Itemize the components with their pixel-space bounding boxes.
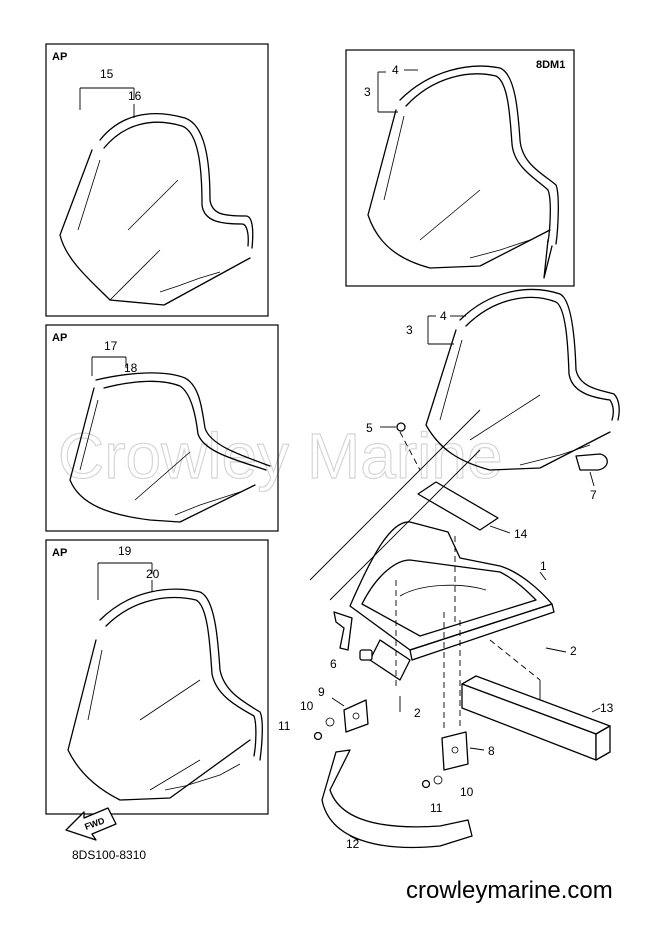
callout-10-right: 10 [460,785,474,799]
callout-18: 18 [124,361,138,375]
assembly-lines [309,409,541,730]
callout-12: 12 [346,837,360,851]
callout-5: 5 [366,421,373,435]
callout-17: 17 [104,339,118,353]
callout-1: 1 [540,559,547,573]
callout-15: 15 [100,67,114,81]
deck-cover-1 [349,521,567,712]
windshield-19-drawing [67,562,263,801]
callout-3-main: 3 [406,323,413,337]
callout-2-upper: 2 [570,644,577,658]
panel-8dm1-windshield: 8DM1 4 3 [345,49,575,287]
panel-tag: AP [52,332,67,344]
main-windshield [380,288,620,487]
callout-8: 8 [488,744,495,758]
clip-6 [333,611,373,661]
callout-14: 14 [514,527,528,541]
callout-2-lower: 2 [414,706,421,720]
callout-11-left: 11 [278,719,291,733]
handle-bar-12 [321,749,473,849]
panel-tag: AP [52,51,67,63]
panel-ap-windshield-15: AP 15 16 [45,43,269,317]
callout-7: 7 [590,488,597,502]
callout-4: 4 [392,63,399,77]
panel-tag: 8DM1 [536,59,565,71]
windshield-8dm1-drawing [367,65,559,279]
panel-ap-windshield-19: AP 19 20 [45,539,269,815]
callout-6: 6 [330,657,337,671]
callout-9: 9 [318,685,325,699]
bracket-8 [441,731,485,771]
foam-block-13 [461,675,611,761]
callout-13: 13 [600,701,614,715]
callout-11-right: 11 [430,801,443,815]
windshield-15-drawing [59,87,254,306]
panel-ap-windshield-17: AP 17 18 [45,324,279,532]
diagram-code: 8DS100-8310 [72,848,146,862]
fwd-arrow-icon: FWD [65,807,117,841]
watermark: Crowley Marine [58,420,503,492]
callout-19: 19 [118,544,132,558]
callout-4-main: 4 [440,309,447,323]
windshield-17-drawing [69,356,271,523]
callout-20: 20 [146,567,160,581]
callout-16: 16 [128,89,142,103]
bracket-9 [331,697,369,733]
website: crowleymarine.com [406,877,613,904]
callout-3: 3 [364,85,371,99]
callout-10-left: 10 [300,699,314,713]
pad-14 [417,481,511,534]
panel-tag: AP [52,547,67,559]
